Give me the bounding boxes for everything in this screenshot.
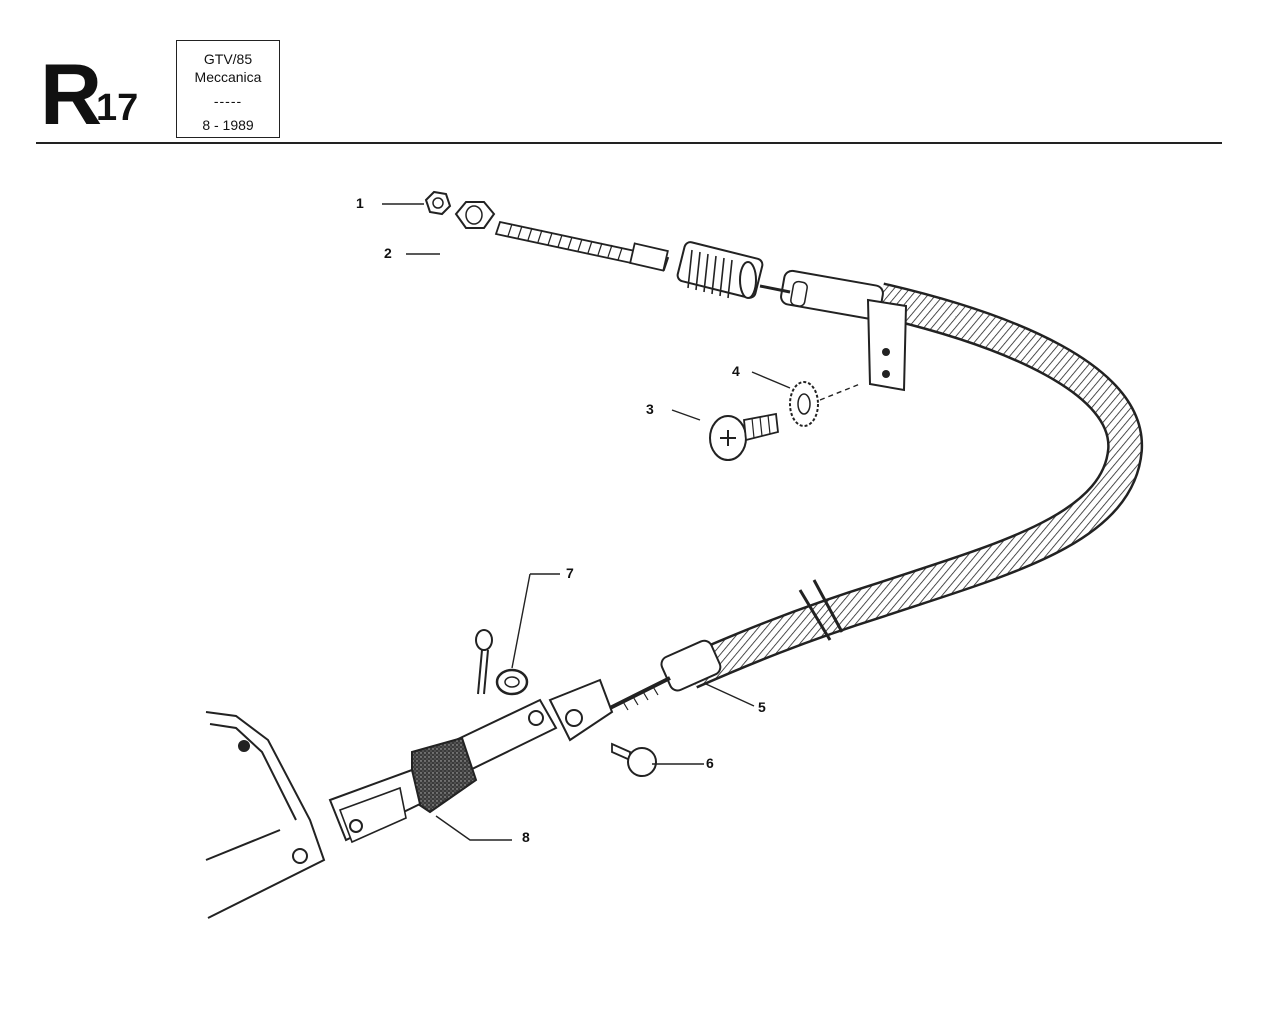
section-letter: R: [40, 47, 102, 143]
callout-2: 2: [384, 245, 392, 261]
model-label: GTV/85: [203, 51, 253, 67]
cable-sheath: [682, 282, 1144, 689]
mounting-bracket: [866, 298, 908, 392]
section-number: 17: [96, 87, 139, 129]
callout-4: 4: [732, 363, 740, 379]
callout-8: 8: [522, 829, 530, 845]
part-3-screw: [709, 412, 779, 461]
split-pin: [475, 629, 493, 695]
callout-3: 3: [646, 401, 654, 417]
callout-7: 7: [566, 565, 574, 581]
part-7-washer: [495, 668, 529, 696]
date-label: 8 - 1989: [202, 117, 254, 133]
clevis-fork: [548, 678, 614, 742]
floor-mount: [205, 711, 326, 919]
category-label: Meccanica: [194, 69, 262, 85]
part-8-rubber-boot: [411, 736, 478, 814]
part-2-locknut: [454, 201, 496, 229]
part-5-lower-ferrule: [609, 639, 722, 711]
callout-6: 6: [706, 755, 714, 771]
leader-lines: [382, 203, 861, 841]
callout-1: 1: [356, 195, 364, 211]
lever-end: [328, 768, 422, 844]
title-block: GTV/85 Meccanica ----- 8 - 1989: [176, 40, 280, 138]
header-rule: [36, 142, 1222, 144]
cable-clip: [798, 579, 844, 641]
part-4-washer: [789, 381, 819, 427]
callout-labels: 1 2 3 4 5 6 7 8: [356, 195, 766, 845]
part-6-clevis-pin: [611, 742, 657, 777]
part-1-nut: [424, 190, 452, 216]
upper-cable-end: [494, 220, 884, 321]
lever-link-plate: [454, 698, 558, 772]
title-divider: -----: [213, 93, 243, 109]
callout-5: 5: [758, 699, 766, 715]
